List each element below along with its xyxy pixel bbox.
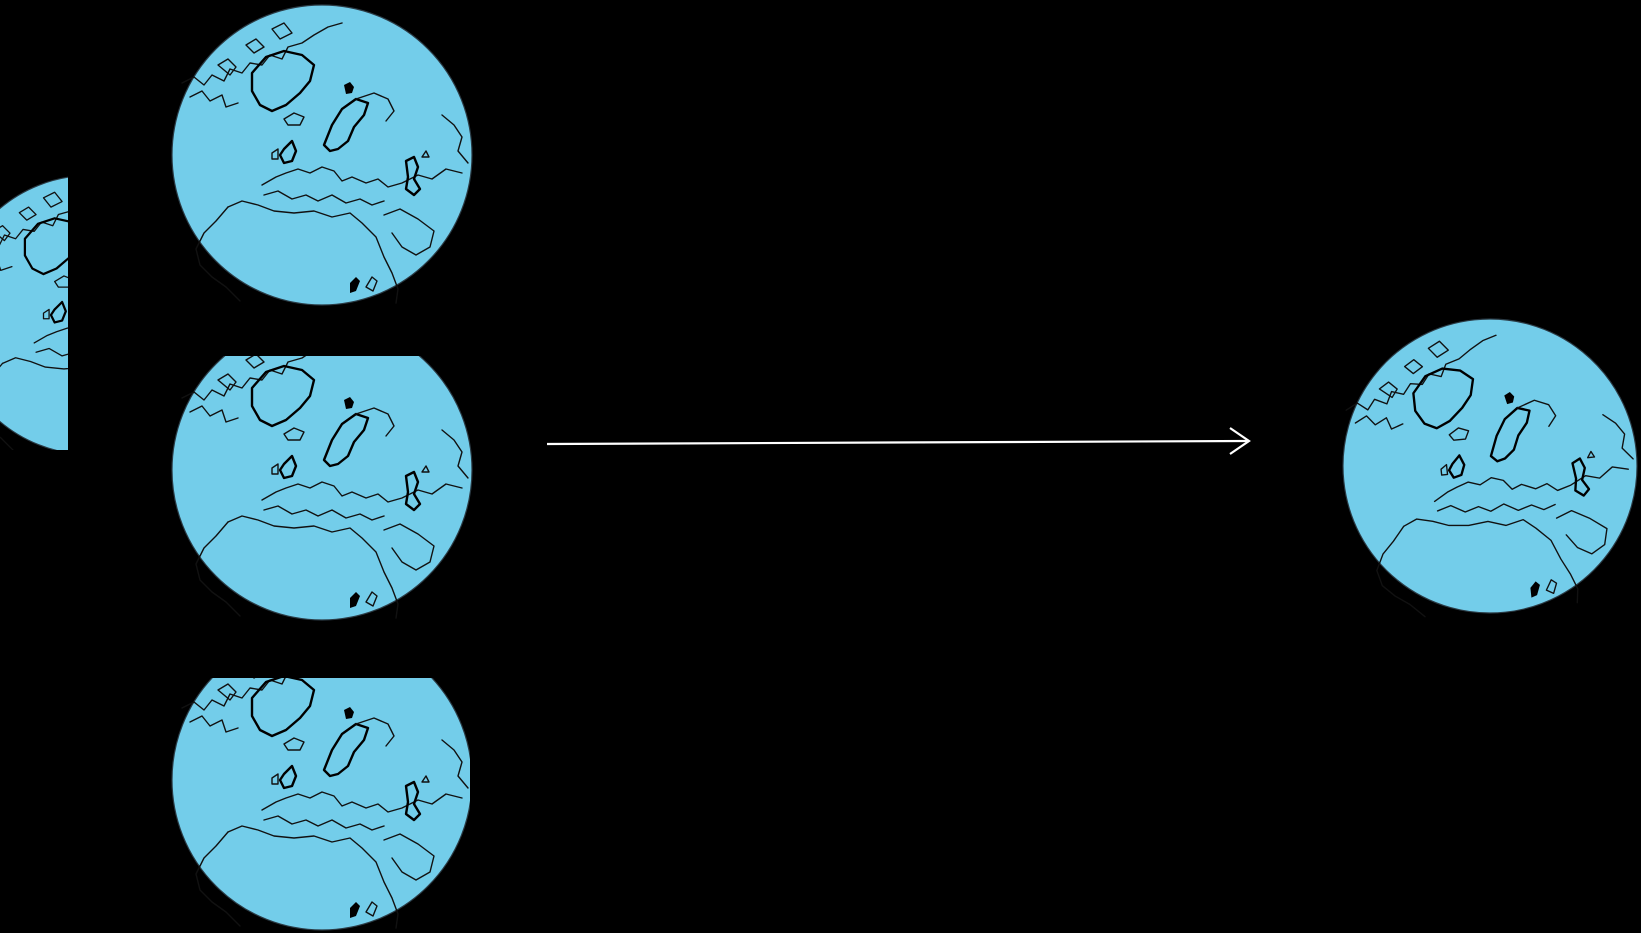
right-arrow-icon xyxy=(547,428,1249,454)
globe-output xyxy=(1328,304,1641,627)
arrow-shaft xyxy=(547,441,1247,444)
globe-middle xyxy=(172,320,472,620)
earth-globe-icon xyxy=(172,5,472,305)
globe-bottom xyxy=(172,630,472,930)
earth-globe-icon xyxy=(1328,304,1641,627)
earth-globe-icon xyxy=(172,320,472,620)
earth-globe-icon xyxy=(172,630,472,930)
globe-top xyxy=(172,5,472,305)
